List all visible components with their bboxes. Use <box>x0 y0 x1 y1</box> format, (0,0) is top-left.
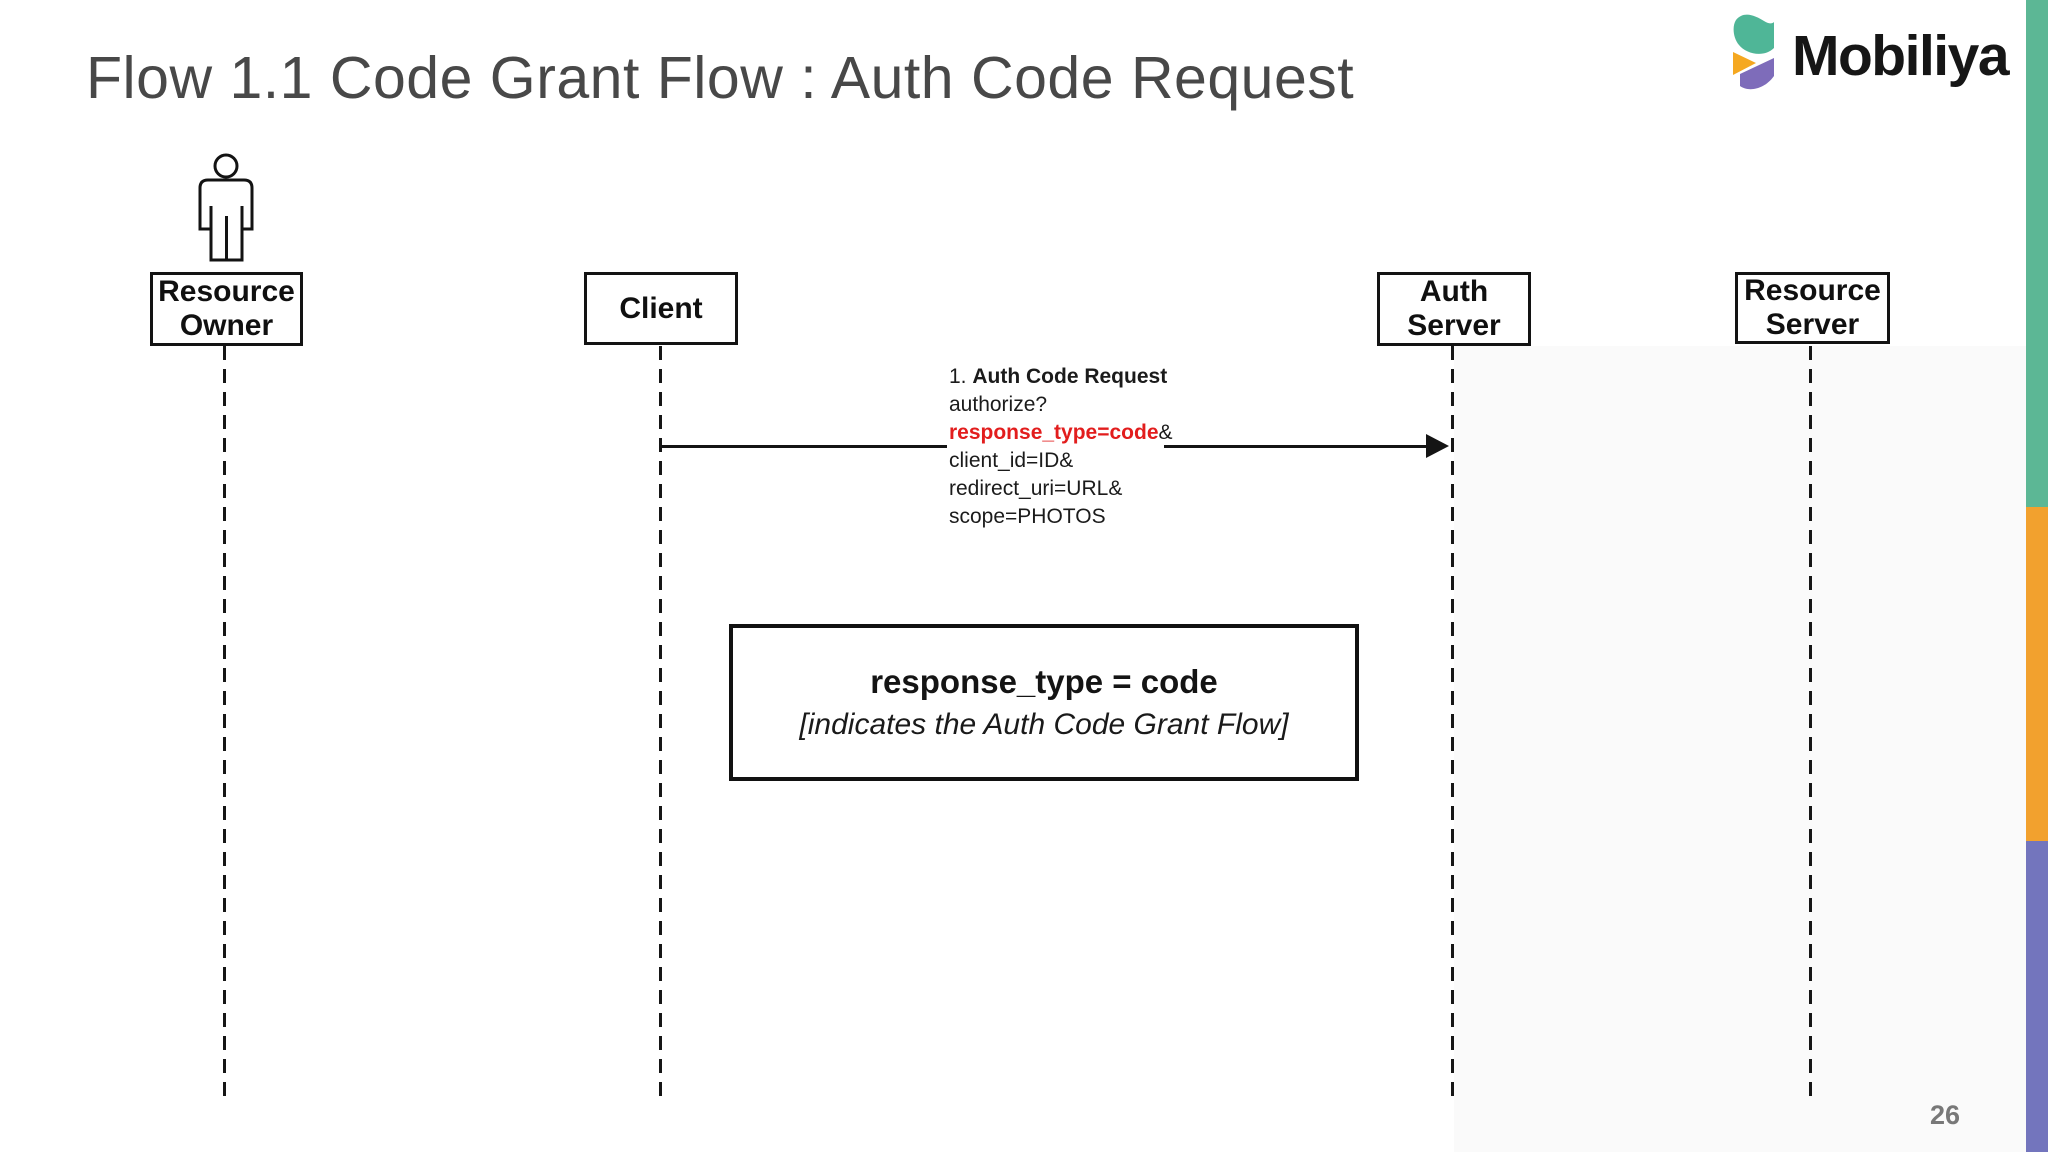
mobiliya-logo-icon <box>1733 14 1774 90</box>
note-box: response_type = code [indicates the Auth… <box>729 624 1359 781</box>
message-line: redirect_uri=URL& <box>949 477 1123 500</box>
edge-bar-orange <box>2026 507 2048 841</box>
message-line: authorize? <box>949 393 1048 416</box>
lifeline-auth-server <box>1451 346 1454 1096</box>
lifeline-resource-server <box>1809 346 1812 1096</box>
edge-bar-teal <box>2026 0 2048 507</box>
actor-label-line: Auth <box>1419 275 1489 308</box>
mobiliya-logo-text: Mobiliya <box>1792 24 2010 88</box>
note-title: response_type = code <box>870 663 1218 700</box>
actor-label-line: Client <box>619 291 703 325</box>
actor-box-resource-server: Resource Server <box>1735 272 1890 344</box>
message-line: scope=PHOTOS <box>949 505 1106 528</box>
message-label: 1. Auth Code Request authorize? response… <box>949 363 1173 531</box>
message-arrow-head-icon <box>1426 434 1449 458</box>
actor-label-line: Owner <box>179 309 274 342</box>
actor-label-line: Server <box>1407 309 1501 342</box>
lifeline-resource-owner <box>223 346 226 1096</box>
note-subtitle: [indicates the Auth Code Grant Flow] <box>799 708 1289 741</box>
message-step-line: 1. Auth Code Request <box>949 365 1168 388</box>
actor-box-auth-server: Auth Server <box>1377 272 1531 346</box>
message-arrow-line-left <box>661 445 947 448</box>
message-arrow-line-right <box>1164 445 1428 448</box>
actor-label-line: Resource <box>158 275 295 308</box>
lifeline-client <box>659 346 662 1096</box>
edge-bar-purple <box>2026 841 2048 1152</box>
mobiliya-logo: Mobiliya <box>1726 12 2010 98</box>
message-line: client_id=ID& <box>949 449 1074 472</box>
message-highlight-line: response_type=code& <box>949 421 1173 444</box>
page-number: 26 <box>1930 1100 1961 1130</box>
actor-box-client: Client <box>584 272 738 345</box>
actor-label-line: Server <box>1765 308 1860 341</box>
background-shade-band <box>1454 346 2026 1152</box>
response-type-highlight: response_type=code <box>949 421 1159 444</box>
page-title: Flow 1.1 Code Grant Flow : Auth Code Req… <box>86 45 1355 111</box>
actor-box-resource-owner: Resource Owner <box>150 272 303 346</box>
person-icon <box>198 153 254 262</box>
actor-label-line: Resource <box>1744 274 1881 307</box>
message-step-title: Auth Code Request <box>972 365 1168 388</box>
